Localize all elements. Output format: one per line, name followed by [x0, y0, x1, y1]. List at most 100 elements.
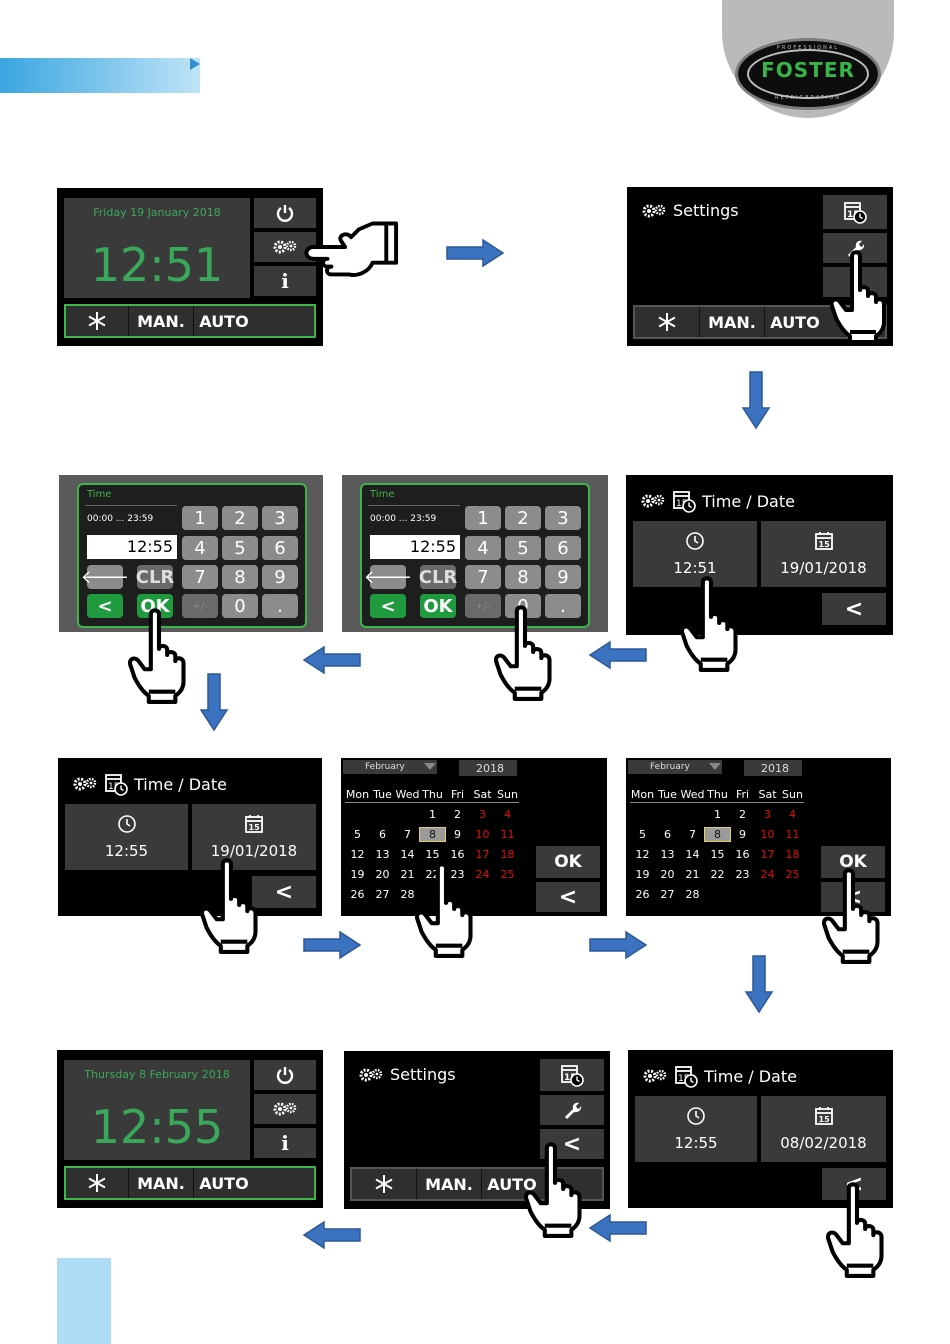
auto-mode-button[interactable]: AUTO: [199, 311, 249, 331]
manual-mode-button[interactable]: MAN.: [129, 306, 194, 336]
key-2[interactable]: 2: [505, 506, 541, 530]
key-2[interactable]: 2: [222, 506, 258, 530]
key-7[interactable]: 7: [465, 565, 501, 589]
ok-button[interactable]: OK: [536, 846, 600, 878]
clear-button[interactable]: CLR: [418, 565, 458, 589]
month-select[interactable]: February: [628, 760, 722, 774]
defrost-button[interactable]: [66, 306, 129, 336]
gear-icon: [640, 493, 666, 509]
key-1[interactable]: 1: [465, 506, 501, 530]
calendar-clock-icon: [560, 1063, 584, 1087]
time-value: 12:55: [674, 1134, 718, 1152]
year-select[interactable]: 2018: [459, 760, 517, 776]
key-0[interactable]: 0: [222, 594, 258, 618]
arrow-down-icon: [199, 672, 229, 732]
key-8[interactable]: 8: [222, 565, 258, 589]
ok-button[interactable]: OK: [137, 594, 173, 618]
key-1[interactable]: 1: [182, 506, 218, 530]
manual-mode-button[interactable]: MAN.: [417, 1169, 482, 1199]
key-7[interactable]: 7: [182, 565, 218, 589]
screen-home-2: Thursday 8 February 2018 12:55 i MAN. AU…: [57, 1050, 323, 1208]
arrow-right-icon: [588, 930, 648, 960]
calendar-icon: [814, 1106, 834, 1126]
key-dot[interactable]: .: [545, 594, 581, 618]
screen-time-date-1: Time / Date 12:51 19/01/2018 <: [626, 475, 893, 635]
arrow-down-icon: [741, 370, 771, 430]
power-button[interactable]: [254, 198, 316, 228]
auto-mode-button[interactable]: AUTO: [199, 1173, 249, 1193]
manual-mode-button[interactable]: MAN.: [700, 307, 765, 337]
time-input[interactable]: 12:55: [370, 535, 460, 559]
defrost-button[interactable]: [635, 307, 700, 337]
clock-icon: [686, 1106, 706, 1126]
key-4[interactable]: 4: [465, 536, 501, 560]
month-select[interactable]: February: [343, 760, 437, 774]
key-5[interactable]: 5: [222, 536, 258, 560]
power-button[interactable]: [254, 1060, 316, 1090]
key-6[interactable]: 6: [262, 536, 298, 560]
footer-tab: [57, 1258, 111, 1344]
back-button[interactable]: <: [536, 882, 600, 912]
mode-bar: MAN. AUTO: [64, 304, 316, 338]
defrost-button[interactable]: [66, 1168, 129, 1198]
key-9[interactable]: 9: [545, 565, 581, 589]
auto-mode-button[interactable]: AUTO: [487, 1174, 537, 1194]
keypad-range: 00:00 ... 23:59: [370, 514, 437, 524]
cancel-back-button[interactable]: <: [87, 594, 123, 618]
time-field[interactable]: 12:55: [65, 804, 188, 870]
date-field[interactable]: 08/02/2018: [761, 1096, 886, 1162]
calendar-icon: [814, 531, 834, 551]
arrow-down-icon: [744, 954, 774, 1014]
manual-mode-button[interactable]: MAN.: [129, 1168, 194, 1198]
settings-button[interactable]: [254, 232, 316, 262]
date-value: 19/01/2018: [210, 842, 298, 860]
defrost-button[interactable]: [352, 1169, 417, 1199]
time-date-button[interactable]: [540, 1059, 604, 1091]
cancel-back-button[interactable]: <: [370, 594, 406, 618]
arrow-left-icon: [588, 640, 648, 670]
key-dot[interactable]: .: [262, 594, 298, 618]
calendar-icon: [244, 814, 264, 834]
key-5[interactable]: 5: [505, 536, 541, 560]
time-field[interactable]: 12:51: [633, 521, 757, 587]
key-9[interactable]: 9: [262, 565, 298, 589]
back-button[interactable]: <: [822, 593, 886, 625]
service-button[interactable]: [540, 1095, 604, 1125]
time-field[interactable]: 12:55: [635, 1096, 757, 1162]
key-8[interactable]: 8: [505, 565, 541, 589]
ok-button[interactable]: OK: [420, 594, 456, 618]
backspace-button[interactable]: 🡐: [363, 565, 413, 589]
snowflake-icon: [87, 1173, 107, 1193]
time-input[interactable]: 12:55: [87, 535, 177, 559]
settings-button[interactable]: [254, 1094, 316, 1124]
arrow-left-icon: [302, 645, 362, 675]
backspace-button[interactable]: 🡐: [80, 565, 130, 589]
back-button[interactable]: <: [252, 876, 316, 908]
sign-key[interactable]: +/-: [182, 594, 218, 618]
info-button[interactable]: i: [254, 1128, 316, 1158]
clear-button[interactable]: CLR: [135, 565, 175, 589]
key-6[interactable]: 6: [545, 536, 581, 560]
date-field[interactable]: 19/01/2018: [192, 804, 316, 870]
info-button[interactable]: i: [254, 266, 316, 296]
date-field[interactable]: 19/01/2018: [761, 521, 886, 587]
time-label: 12:55: [90, 1100, 224, 1154]
time-date-button[interactable]: [823, 195, 887, 229]
sign-key[interactable]: +/-: [465, 594, 501, 618]
key-3[interactable]: 3: [545, 506, 581, 530]
year-select[interactable]: 2018: [744, 760, 802, 776]
key-4[interactable]: 4: [182, 536, 218, 560]
key-3[interactable]: 3: [262, 506, 298, 530]
auto-mode-button[interactable]: AUTO: [770, 312, 820, 332]
